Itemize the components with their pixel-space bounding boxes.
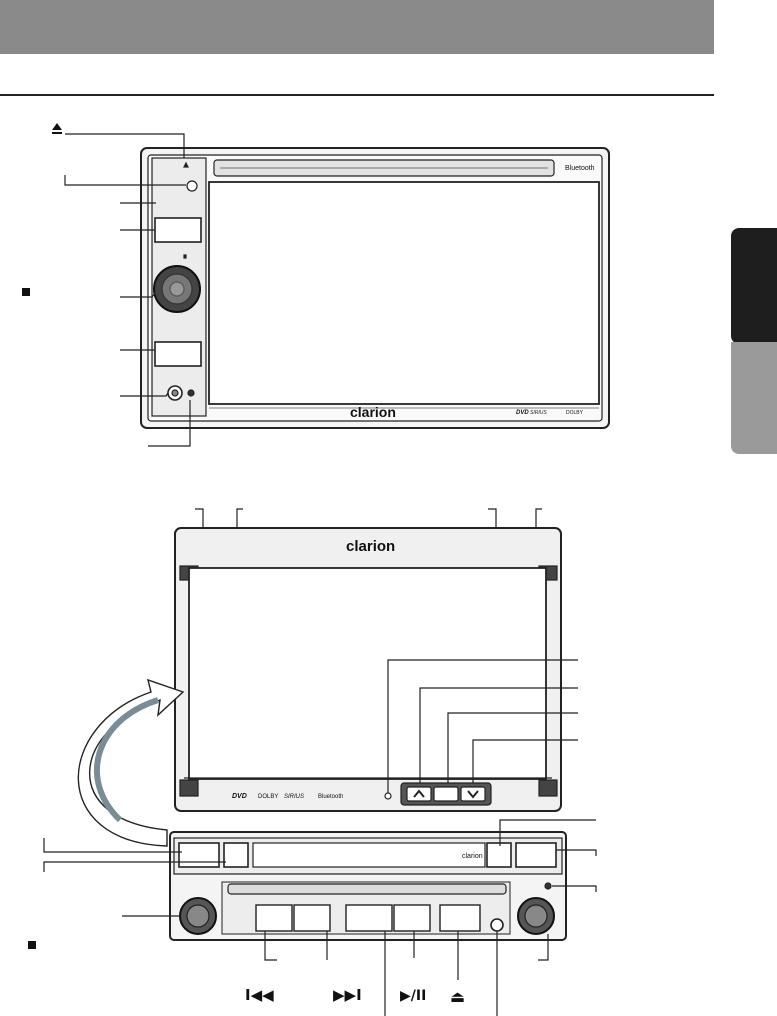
flip-sensor bbox=[384, 792, 392, 800]
base-reset bbox=[544, 882, 552, 890]
base-left-button-2 bbox=[223, 842, 249, 868]
base-right-button-2 bbox=[486, 842, 512, 868]
glyphs bbox=[22, 123, 62, 949]
label-prev: I◀◀ bbox=[245, 986, 274, 1004]
section-header-band bbox=[0, 0, 714, 54]
prev-button bbox=[255, 904, 293, 932]
play-pause-button bbox=[393, 904, 431, 932]
top-sensor bbox=[186, 180, 198, 192]
top-button-1 bbox=[154, 217, 202, 243]
base-right-button-1 bbox=[515, 842, 557, 868]
base-logo: clarion bbox=[462, 853, 483, 860]
flip-arrow bbox=[77, 678, 185, 847]
flip-sirius: SIRIUS bbox=[284, 794, 304, 800]
base-aux-jack bbox=[490, 918, 504, 932]
base-disc-slot bbox=[227, 883, 507, 895]
header-rule bbox=[0, 94, 714, 96]
next-button bbox=[293, 904, 331, 932]
flip-dolby: DOLBY bbox=[258, 794, 278, 800]
top-unit bbox=[64, 133, 610, 447]
label-eject: ⏏ bbox=[450, 987, 465, 1006]
side-tab-grey bbox=[731, 342, 777, 454]
top-sirius: SIRIUS bbox=[530, 410, 547, 416]
top-dvd: DVD bbox=[516, 410, 529, 416]
label-next: ▶▶I bbox=[333, 986, 362, 1004]
flip-bluetooth: Bluetooth bbox=[318, 794, 343, 800]
flip-screen bbox=[188, 567, 547, 780]
eject-button bbox=[439, 904, 481, 932]
middle-button bbox=[345, 904, 393, 932]
flip-logo: clarion bbox=[346, 538, 395, 555]
top-logo: clarion bbox=[350, 404, 396, 420]
bottom-unit bbox=[43, 508, 597, 1016]
top-dolby: DOLBY bbox=[566, 410, 584, 416]
label-play-pause: ▶/II bbox=[400, 988, 426, 1004]
top-reset bbox=[187, 389, 195, 397]
top-screen bbox=[208, 181, 600, 405]
base-left-button-1 bbox=[178, 842, 220, 868]
side-tab-dark bbox=[731, 228, 777, 344]
top-button-2 bbox=[154, 341, 202, 367]
top-bluetooth: Bluetooth bbox=[565, 165, 595, 172]
flip-dvd: DVD bbox=[232, 793, 247, 800]
base-display-strip bbox=[252, 842, 486, 868]
